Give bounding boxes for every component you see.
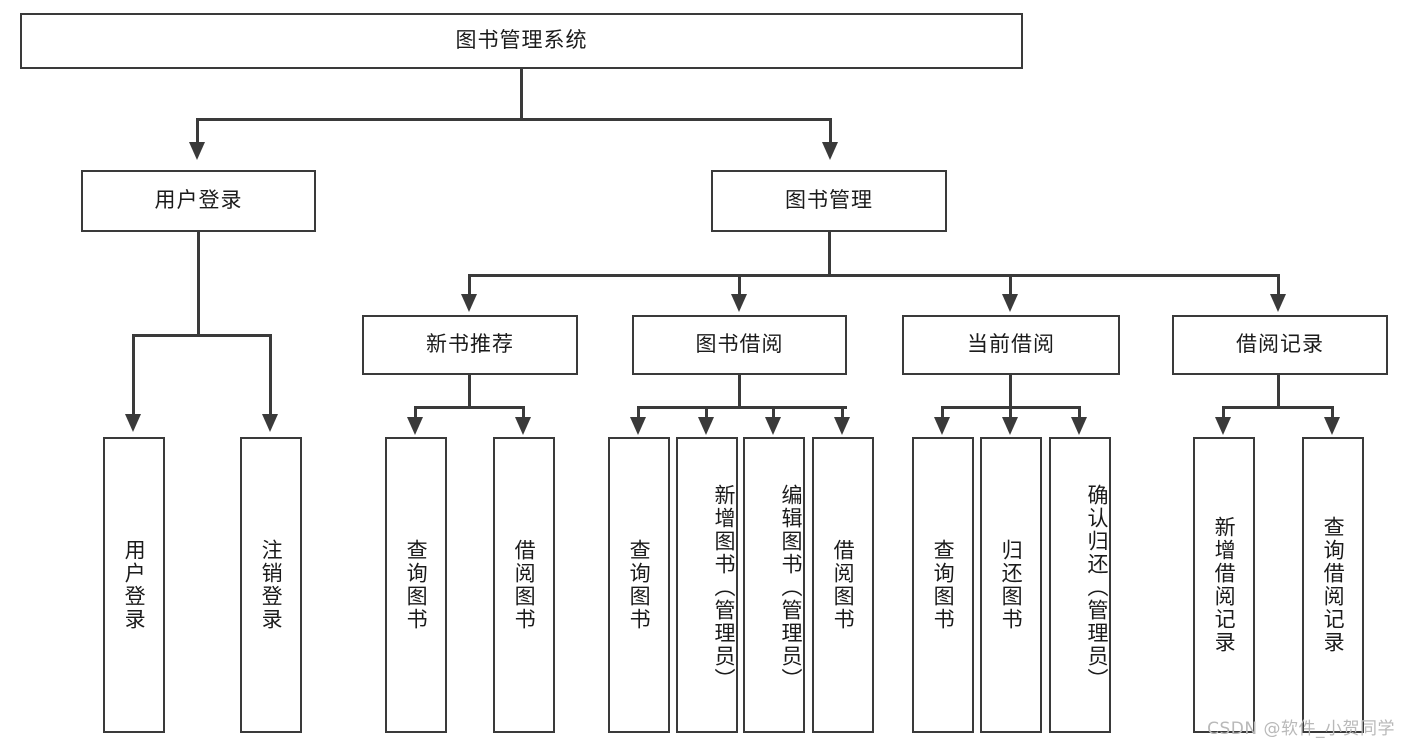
edge-user-login-drop-2: [269, 334, 272, 418]
node-new-book-rec[interactable]: 新书推荐: [362, 315, 578, 375]
arrow-new-book-rec-leaf-2: [515, 417, 531, 435]
node-book-borrow[interactable]: 图书借阅: [632, 315, 847, 375]
arrow-current-borrow-leaf-2: [1002, 417, 1018, 435]
edge-root-stem: [520, 69, 523, 118]
node-label: 图书管理系统: [455, 28, 588, 53]
edge-borrow-record-rail: [1222, 406, 1334, 409]
edge-root-to-user-login: [196, 118, 199, 148]
edge-book-manage-rail: [468, 274, 1280, 277]
leaf-borrow-book-1[interactable]: 借阅图书: [493, 437, 555, 733]
edge-current-borrow-drop-3: [1078, 406, 1081, 420]
arrow-current-borrow-leaf-1: [934, 417, 950, 435]
edge-borrow-record-stem: [1277, 375, 1280, 408]
edge-user-login-rail: [132, 334, 272, 337]
arrow-book-borrow-leaf-4: [834, 417, 850, 435]
leaf-return-book[interactable]: 归还图书: [980, 437, 1042, 733]
node-label: 确认归还（管理员）: [1085, 483, 1109, 691]
node-root-system[interactable]: 图书管理系统: [20, 13, 1023, 69]
arrow-book-manage-to-book-borrow: [731, 294, 747, 312]
edge-borrow-record-drop-2: [1331, 406, 1334, 420]
node-label: 借阅图书: [512, 539, 537, 631]
edge-new-book-rec-drop-1: [414, 406, 417, 420]
arrow-user-login-leaf-1: [125, 414, 141, 432]
edge-new-book-rec-stem: [468, 375, 471, 408]
arrow-user-login-leaf-2: [262, 414, 278, 432]
arrow-root-to-user-login: [189, 142, 205, 160]
node-label: 用户登录: [122, 539, 147, 631]
arrow-book-borrow-leaf-1: [630, 417, 646, 435]
edge-book-manage-drop-3: [1009, 274, 1012, 298]
node-label: 注销登录: [259, 539, 284, 631]
edge-book-manage-drop-4: [1277, 274, 1280, 298]
edge-book-borrow-drop-2: [705, 406, 708, 420]
node-label: 查询借阅记录: [1321, 516, 1346, 654]
leaf-query-book-2[interactable]: 查询图书: [608, 437, 670, 733]
leaf-query-record[interactable]: 查询借阅记录: [1302, 437, 1364, 733]
leaf-query-book-1[interactable]: 查询图书: [385, 437, 447, 733]
edge-current-borrow-drop-2: [1009, 406, 1012, 420]
node-book-manage[interactable]: 图书管理: [711, 170, 947, 232]
leaf-user-logout[interactable]: 注销登录: [240, 437, 302, 733]
csdn-watermark: CSDN @软件_小贺同学: [1207, 719, 1395, 739]
node-label: 查询图书: [931, 539, 956, 631]
edge-borrow-record-drop-1: [1222, 406, 1225, 420]
edge-book-borrow-rail: [637, 406, 847, 409]
leaf-add-book[interactable]: 新增图书（管理员）: [676, 437, 738, 733]
edge-root-rail: [196, 118, 832, 121]
node-label: 借阅图书: [831, 539, 856, 631]
node-label: 查询图书: [627, 539, 652, 631]
edge-new-book-rec-rail: [414, 406, 525, 409]
edge-book-borrow-drop-3: [772, 406, 775, 420]
edge-current-borrow-drop-1: [941, 406, 944, 420]
arrow-book-borrow-leaf-3: [765, 417, 781, 435]
node-label: 用户登录: [154, 188, 243, 213]
edge-book-manage-drop-1: [468, 274, 471, 298]
edge-new-book-rec-drop-2: [522, 406, 525, 420]
edge-book-manage-drop-2: [738, 274, 741, 298]
arrow-root-to-book-manage: [822, 142, 838, 160]
arrow-new-book-rec-leaf-1: [407, 417, 423, 435]
node-label: 当前借阅: [967, 332, 1055, 357]
node-current-borrow[interactable]: 当前借阅: [902, 315, 1120, 375]
node-label: 新增图书（管理员）: [712, 483, 736, 691]
arrow-current-borrow-leaf-3: [1071, 417, 1087, 435]
edge-book-borrow-drop-4: [841, 406, 844, 420]
edge-user-login-stem: [197, 232, 200, 336]
edge-user-login-drop-1: [132, 334, 135, 418]
arrow-borrow-record-leaf-1: [1215, 417, 1231, 435]
node-label: 图书管理: [785, 188, 873, 213]
leaf-query-book-3[interactable]: 查询图书: [912, 437, 974, 733]
edge-root-to-book-manage: [829, 118, 832, 148]
node-label: 查询图书: [404, 539, 429, 631]
node-borrow-record[interactable]: 借阅记录: [1172, 315, 1388, 375]
leaf-add-record[interactable]: 新增借阅记录: [1193, 437, 1255, 733]
leaf-edit-book[interactable]: 编辑图书（管理员）: [743, 437, 805, 733]
edge-book-borrow-stem: [738, 375, 741, 408]
arrow-borrow-record-leaf-2: [1324, 417, 1340, 435]
node-label: 归还图书: [999, 539, 1024, 631]
node-label: 图书借阅: [695, 332, 784, 357]
node-label: 新书推荐: [426, 332, 514, 357]
leaf-borrow-book-2[interactable]: 借阅图书: [812, 437, 874, 733]
node-user-login[interactable]: 用户登录: [81, 170, 316, 232]
arrow-book-borrow-leaf-2: [698, 417, 714, 435]
arrow-book-manage-to-borrow-record: [1270, 294, 1286, 312]
leaf-confirm-return[interactable]: 确认归还（管理员）: [1049, 437, 1111, 733]
node-label: 借阅记录: [1236, 332, 1324, 357]
node-label: 编辑图书（管理员）: [779, 483, 803, 691]
leaf-user-login[interactable]: 用户登录: [103, 437, 165, 733]
edge-book-borrow-drop-1: [637, 406, 640, 420]
edge-book-manage-stem: [828, 232, 831, 276]
node-label: 新增借阅记录: [1212, 516, 1237, 654]
arrow-book-manage-to-current-borrow: [1002, 294, 1018, 312]
arrow-book-manage-to-new-book-rec: [461, 294, 477, 312]
edge-current-borrow-stem: [1009, 375, 1012, 408]
